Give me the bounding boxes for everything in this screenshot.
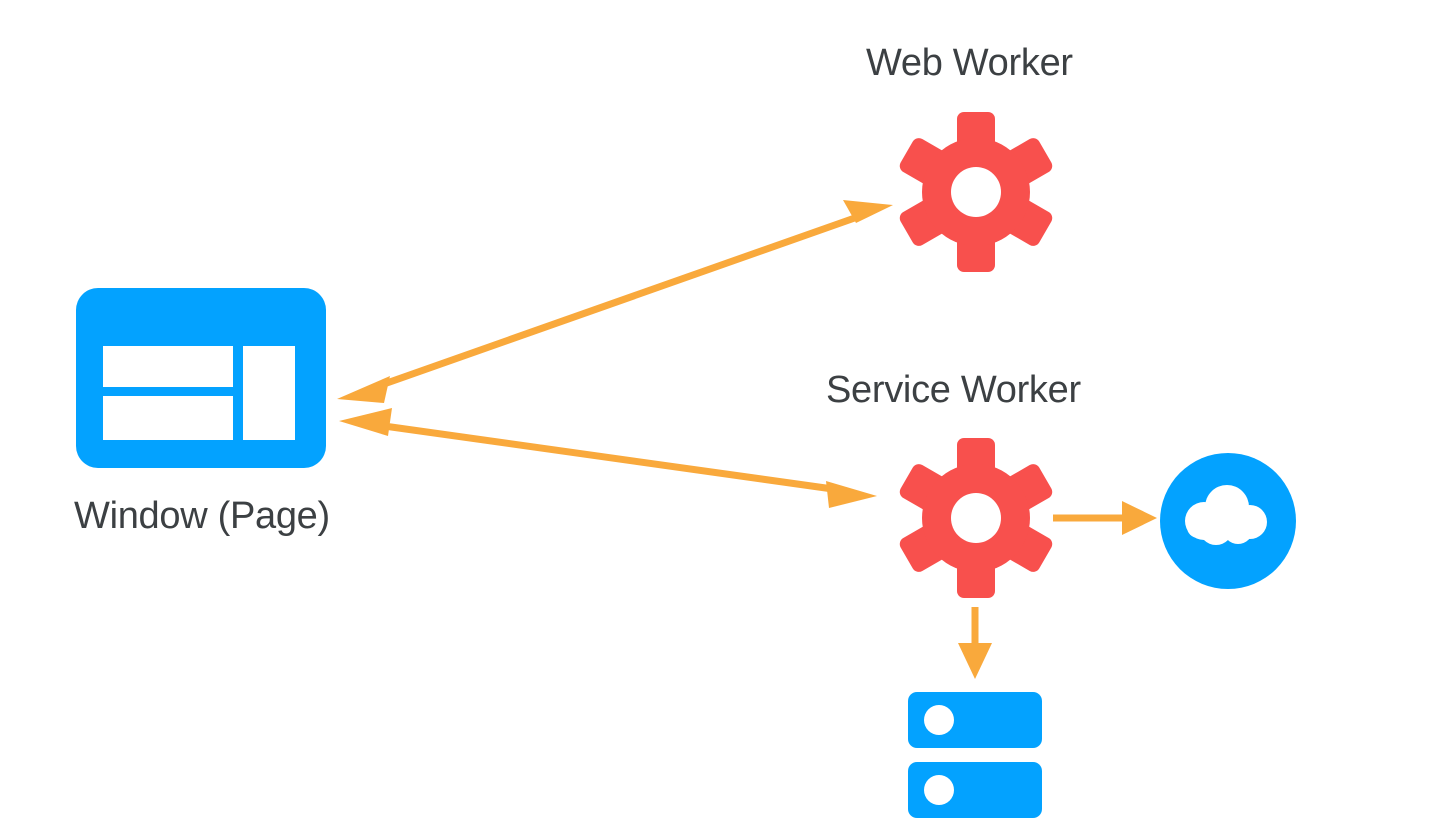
cloud-icon <box>1160 453 1296 589</box>
browser-window-icon <box>76 288 326 468</box>
label-service-worker: Service Worker <box>826 369 1081 411</box>
label-web-worker: Web Worker <box>866 42 1073 84</box>
gear-icon-web-worker <box>899 112 1053 272</box>
connection-window-service-worker <box>339 408 877 508</box>
connection-service-worker-database <box>958 607 992 679</box>
gear-icon-service-worker <box>899 438 1053 598</box>
database-icon <box>908 692 1042 818</box>
label-window: Window (Page) <box>74 495 330 537</box>
connection-service-worker-cloud <box>1053 501 1157 535</box>
connection-window-web-worker <box>337 200 893 403</box>
